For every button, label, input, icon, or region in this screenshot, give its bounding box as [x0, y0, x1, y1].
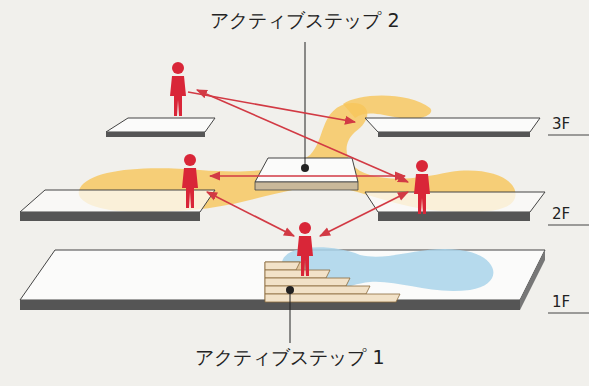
step-label: アクティブステップ 1 [195, 347, 384, 368]
floor-label: 1F [552, 294, 570, 311]
floor-label: 3F [552, 116, 570, 133]
step-label: アクティブステップ 2 [210, 10, 399, 31]
floor-label: 2F [552, 206, 570, 223]
